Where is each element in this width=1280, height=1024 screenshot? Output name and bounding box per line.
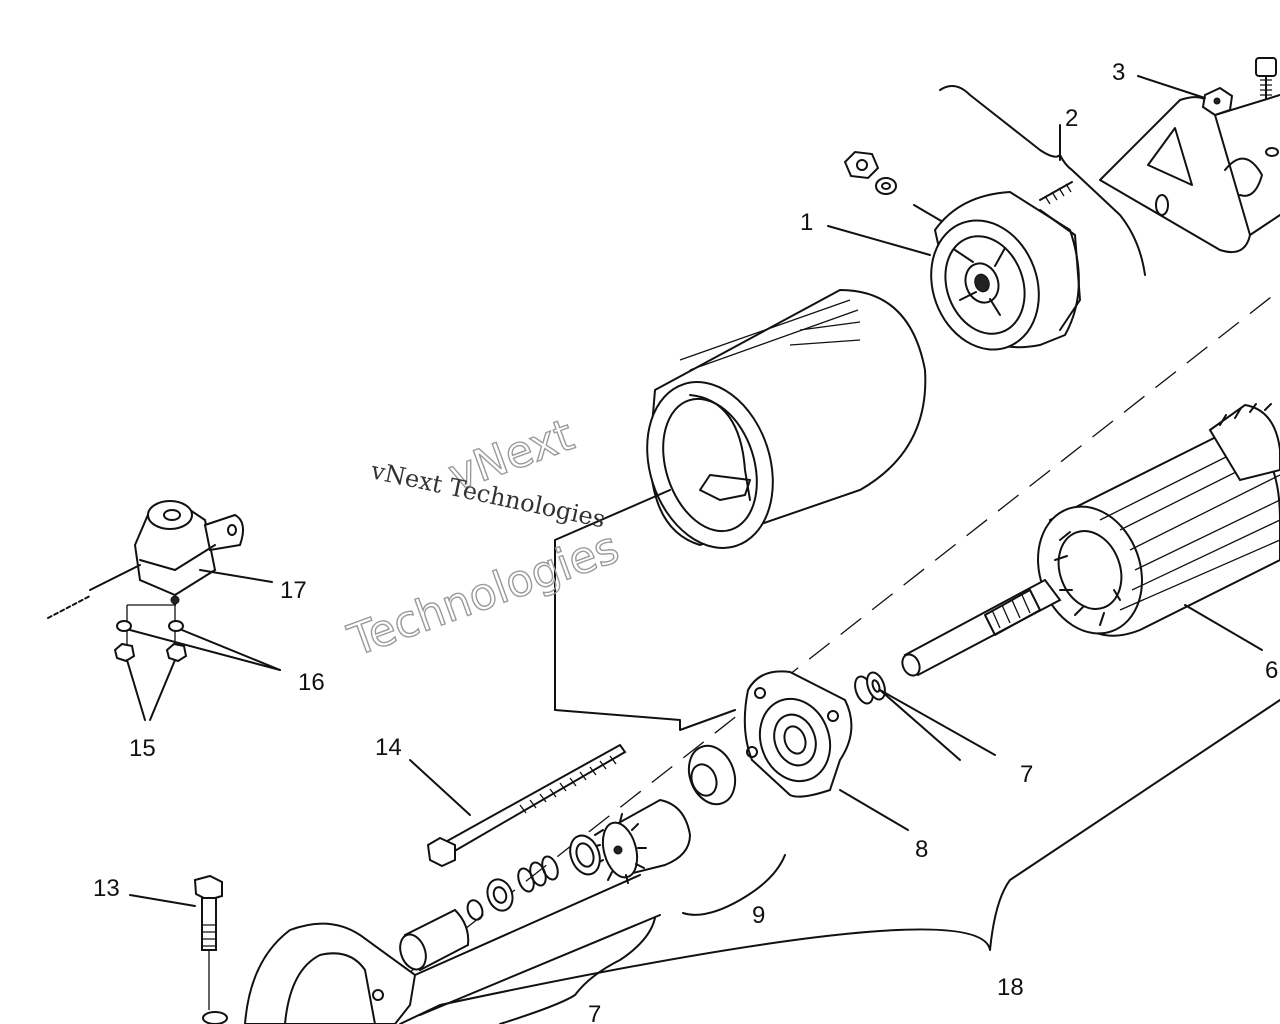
part-solenoid-nuts	[113, 620, 188, 663]
part-drive-housing	[243, 874, 661, 1024]
callout-7-lower: 7	[588, 1001, 601, 1024]
callout-9: 9	[752, 902, 765, 929]
brace-9	[682, 854, 786, 916]
callout-1: 1	[800, 209, 813, 236]
part-drive-end-plate	[743, 670, 853, 798]
watermark: vNext Technologies vNext Technologies	[341, 409, 626, 668]
assembly-axis-line	[399, 289, 1280, 981]
assembly-brace-18	[399, 699, 1280, 1024]
part-through-bolt	[426, 743, 627, 868]
callout-15: 15	[129, 735, 156, 762]
frame-group-brace	[554, 539, 736, 731]
part-solenoid	[47, 500, 245, 660]
brace-7-lower	[499, 917, 656, 1024]
part-pinion-drive	[591, 798, 692, 884]
part-nut	[1201, 86, 1234, 117]
callout-3: 3	[1112, 59, 1125, 86]
part-cup-washer	[687, 744, 737, 806]
callout-8: 8	[915, 836, 928, 863]
part-spring-rings	[466, 834, 601, 921]
part-field-frame	[646, 288, 927, 549]
part-bushing	[399, 908, 470, 972]
callout-6: 6	[1265, 657, 1278, 684]
leader-lines	[126, 75, 1263, 907]
part-bracket-bolt	[1255, 57, 1277, 99]
part-armature	[901, 403, 1280, 677]
callout-13: 13	[93, 875, 120, 902]
callout-18: 18	[997, 974, 1024, 1001]
part-mounting-bolt	[193, 874, 228, 1024]
part-thrust-washers	[854, 671, 886, 705]
callout-2: 2	[1065, 105, 1078, 132]
callout-7-upper: 7	[1020, 761, 1033, 788]
part-mounting-bracket	[1099, 94, 1280, 254]
frame-group-brace-top	[554, 489, 671, 541]
watermark-line-2: Technologies	[341, 522, 625, 667]
callout-14: 14	[375, 734, 402, 761]
part-end-cap	[930, 190, 1081, 351]
callout-16: 16	[298, 669, 325, 696]
part-end-cap-nut	[843, 150, 897, 195]
callout-17: 17	[280, 577, 307, 604]
